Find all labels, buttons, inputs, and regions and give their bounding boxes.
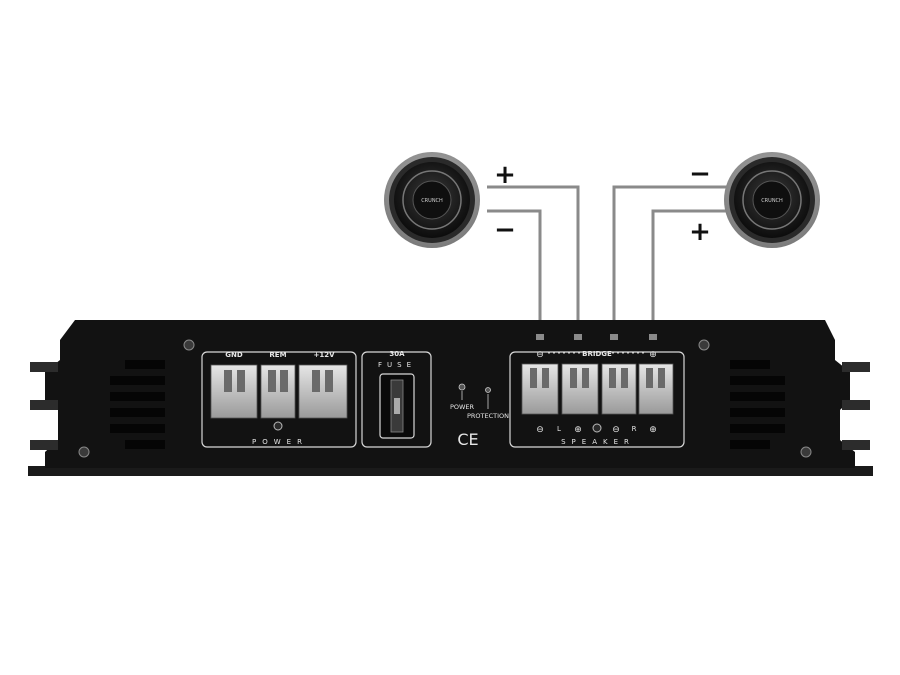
polarity-l-minus: ⊖	[536, 425, 544, 435]
speaker-block: ⊖ BRIDGE ⊕ ⊖ L ⊕ ⊖ R ⊕ SPEAKER	[509, 350, 685, 448]
polarity-r-minus: ⊖	[612, 425, 620, 435]
terminal-label-rem: REM	[269, 351, 286, 359]
right-heatsink-fins	[730, 360, 870, 450]
bridge-label: BRIDGE	[582, 350, 612, 358]
speaker-brand: CRUNCH	[761, 198, 783, 204]
wire-left-negative	[487, 209, 542, 338]
bridge-plus-symbol: ⊕	[649, 350, 657, 360]
protection-led-label: PROTECTION	[467, 412, 509, 420]
speaker-caption: SPEAKER	[561, 438, 635, 446]
left-heatsink-fins	[30, 360, 165, 450]
polarity-l-label: L	[557, 425, 561, 433]
amplifier-body	[28, 320, 873, 476]
right-speaker: CRUNCH	[724, 152, 820, 248]
left-speaker: CRUNCH	[384, 152, 480, 248]
led-icon	[485, 387, 491, 409]
speaker-terminals	[521, 363, 674, 415]
wire-left-positive	[487, 185, 580, 338]
power-caption: POWER	[252, 438, 308, 446]
speaker-wires	[487, 185, 740, 338]
indicator-leds: POWER PROTECTION CE	[450, 383, 509, 449]
bridge-minus-symbol: ⊖	[536, 350, 544, 360]
right-positive-sign: +	[689, 217, 711, 247]
fuse-caption: FUSE	[378, 361, 416, 369]
fuse-icon	[379, 373, 415, 439]
polarity-r-label: R	[632, 425, 637, 433]
terminal-label-12v: +12V	[313, 351, 335, 359]
speaker-icon	[412, 180, 452, 220]
ce-mark: CE	[457, 430, 478, 449]
power-led-label: POWER	[450, 403, 475, 411]
left-negative-sign: −	[494, 215, 516, 245]
knob-icon	[592, 423, 602, 433]
wire-right-positive	[651, 209, 740, 338]
terminal-label-gnd: GND	[225, 351, 243, 359]
speaker-icon	[752, 180, 792, 220]
wire-right-negative	[612, 185, 740, 338]
led-icon	[458, 383, 466, 400]
polarity-l-plus: ⊕	[574, 425, 582, 435]
polarity-r-plus: ⊕	[649, 425, 657, 435]
speaker-brand: CRUNCH	[421, 198, 443, 204]
screw-icon	[78, 339, 812, 458]
screw-icon	[273, 421, 283, 431]
power-terminals	[210, 364, 348, 419]
right-negative-sign: −	[689, 159, 711, 189]
wire-terminal-ends	[536, 334, 657, 340]
fuse-block: 30A FUSE	[361, 350, 432, 448]
power-block: GND REM +12V POWER	[201, 351, 357, 448]
fuse-rating: 30A	[389, 350, 405, 358]
left-positive-sign: +	[494, 160, 516, 190]
